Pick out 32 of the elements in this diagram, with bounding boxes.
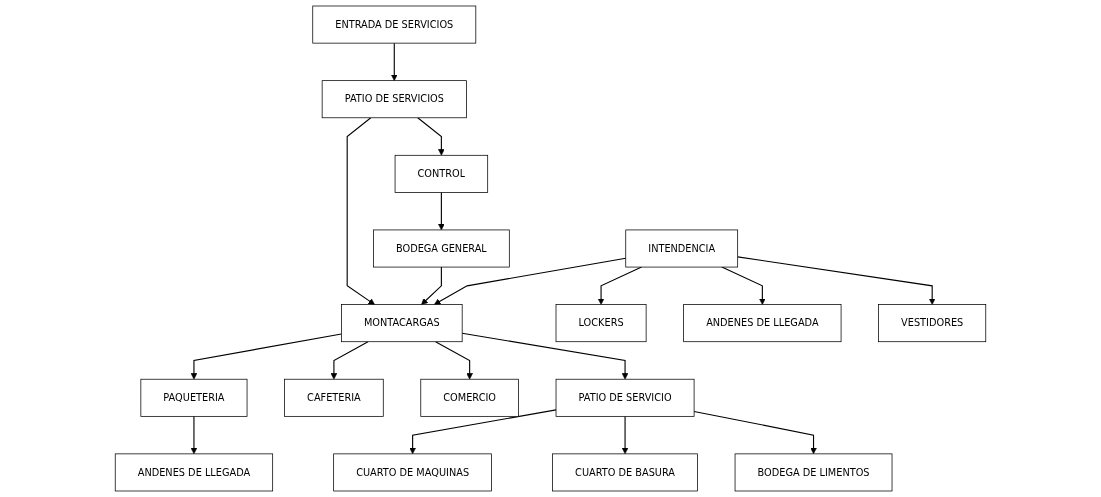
- node-box: BODEGA GENERAL: [373, 229, 510, 268]
- node-box: CONTROL: [394, 154, 489, 193]
- arrow: [461, 332, 629, 380]
- node-box: PATIO DE SERVICIO: [555, 378, 695, 417]
- arrow: [438, 191, 445, 231]
- arrow: [346, 117, 375, 305]
- arrow: [330, 341, 369, 380]
- node-box: PATIO DE SERVICIOS: [321, 80, 467, 119]
- arrow: [409, 409, 557, 455]
- node-box: VESTIDORES: [878, 304, 987, 343]
- node-box: ANDENES DE LLEGADA: [683, 304, 842, 343]
- arrow: [737, 256, 936, 305]
- arrow: [190, 333, 342, 380]
- node-box: LOCKERS: [555, 304, 647, 343]
- node-box: ANDENES DE LLEGADA: [114, 453, 274, 492]
- node-box: BODEGA DE LIMENTOS: [734, 453, 893, 492]
- arrow: [391, 42, 398, 81]
- arrow: [417, 117, 445, 156]
- arrow: [621, 415, 629, 455]
- node-box: CUARTO DE BASURA: [552, 453, 698, 492]
- node-box: CAFETERIA: [284, 378, 384, 417]
- arrow: [434, 341, 473, 380]
- arrow: [190, 415, 198, 455]
- node-box: PAQUETERIA: [140, 378, 248, 417]
- node-box: CUARTO DE MAQUINAS: [333, 453, 492, 492]
- node-box: ENTRADA DE SERVICIOS: [312, 5, 477, 44]
- node-box: COMERCIO: [420, 378, 519, 417]
- arrow: [434, 257, 627, 305]
- arrow: [693, 410, 817, 455]
- node-box: INTENDENCIA: [625, 229, 739, 268]
- node-box: MONTACARGAS: [341, 304, 463, 343]
- arrow: [421, 266, 442, 305]
